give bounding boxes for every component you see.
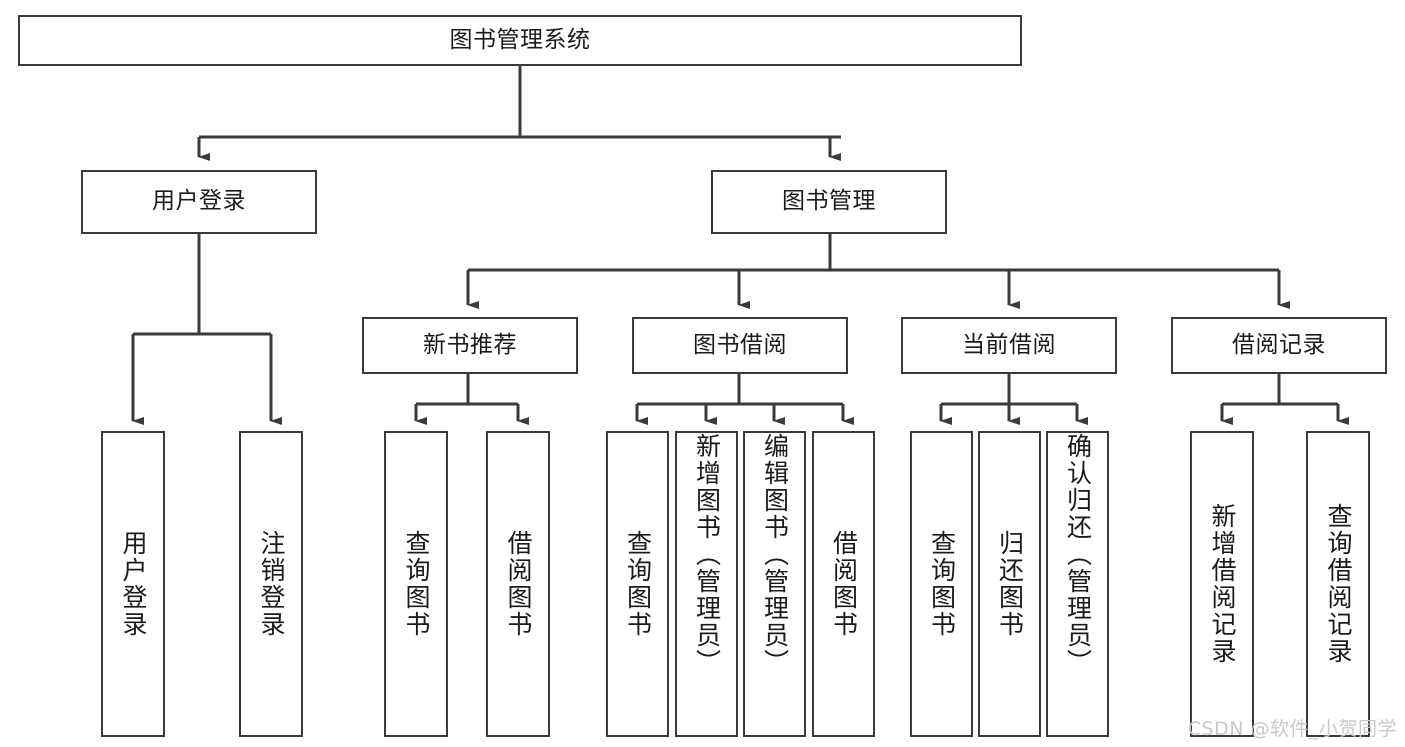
node-label: 新增借阅记录: [1208, 503, 1237, 665]
node-new-book-recommend[interactable]: 新书推荐: [362, 317, 578, 374]
leaf-return-book[interactable]: 归还图书: [978, 431, 1041, 737]
node-label: 借阅图书: [504, 530, 533, 638]
node-label: 新书推荐: [423, 331, 517, 358]
leaf-borrow-book-recommend[interactable]: 借阅图书: [486, 431, 550, 737]
node-label: 确认归还（管理员）: [1063, 433, 1093, 676]
leaf-add-book-admin[interactable]: 新增图书（管理员）: [675, 431, 738, 737]
leaf-logout-login[interactable]: 注销登录: [239, 431, 303, 737]
node-label: 查询图书: [927, 530, 957, 638]
leaf-query-book-borrow[interactable]: 查询图书: [606, 431, 669, 737]
node-label: 图书借阅: [693, 331, 787, 358]
node-label: 借阅记录: [1232, 331, 1326, 358]
leaf-query-book-recommend[interactable]: 查询图书: [384, 431, 448, 737]
node-root-system[interactable]: 图书管理系统: [18, 15, 1022, 66]
leaf-query-book-current[interactable]: 查询图书: [910, 431, 973, 737]
node-label: 用户登录: [119, 530, 148, 638]
leaf-add-borrow-record[interactable]: 新增借阅记录: [1190, 431, 1254, 737]
leaf-user-login[interactable]: 用户登录: [101, 431, 165, 737]
node-label: 查询图书: [402, 530, 431, 638]
node-label: 借阅图书: [829, 530, 859, 638]
node-borrow-record[interactable]: 借阅记录: [1171, 317, 1387, 374]
node-label: 查询借阅记录: [1324, 503, 1353, 665]
leaf-edit-book-admin[interactable]: 编辑图书（管理员）: [743, 431, 806, 737]
leaf-query-borrow-record[interactable]: 查询借阅记录: [1306, 431, 1370, 737]
node-label: 编辑图书（管理员）: [760, 433, 790, 676]
node-label: 图书管理系统: [449, 26, 591, 53]
node-label: 查询图书: [623, 530, 653, 638]
node-label: 图书管理: [782, 188, 876, 215]
node-label: 用户登录: [152, 188, 246, 215]
node-label: 新增图书（管理员）: [692, 433, 722, 676]
node-label: 注销登录: [257, 530, 286, 638]
leaf-confirm-return-admin[interactable]: 确认归还（管理员）: [1046, 431, 1109, 737]
leaf-borrow-book[interactable]: 借阅图书: [812, 431, 875, 737]
watermark-text: CSDN @软件_小贺同学: [1187, 718, 1397, 740]
node-book-management[interactable]: 图书管理: [711, 170, 947, 234]
node-user-login[interactable]: 用户登录: [81, 170, 317, 234]
node-current-borrow[interactable]: 当前借阅: [901, 317, 1117, 374]
node-label: 归还图书: [995, 530, 1025, 638]
node-label: 当前借阅: [962, 331, 1056, 358]
node-book-borrow[interactable]: 图书借阅: [632, 317, 848, 374]
